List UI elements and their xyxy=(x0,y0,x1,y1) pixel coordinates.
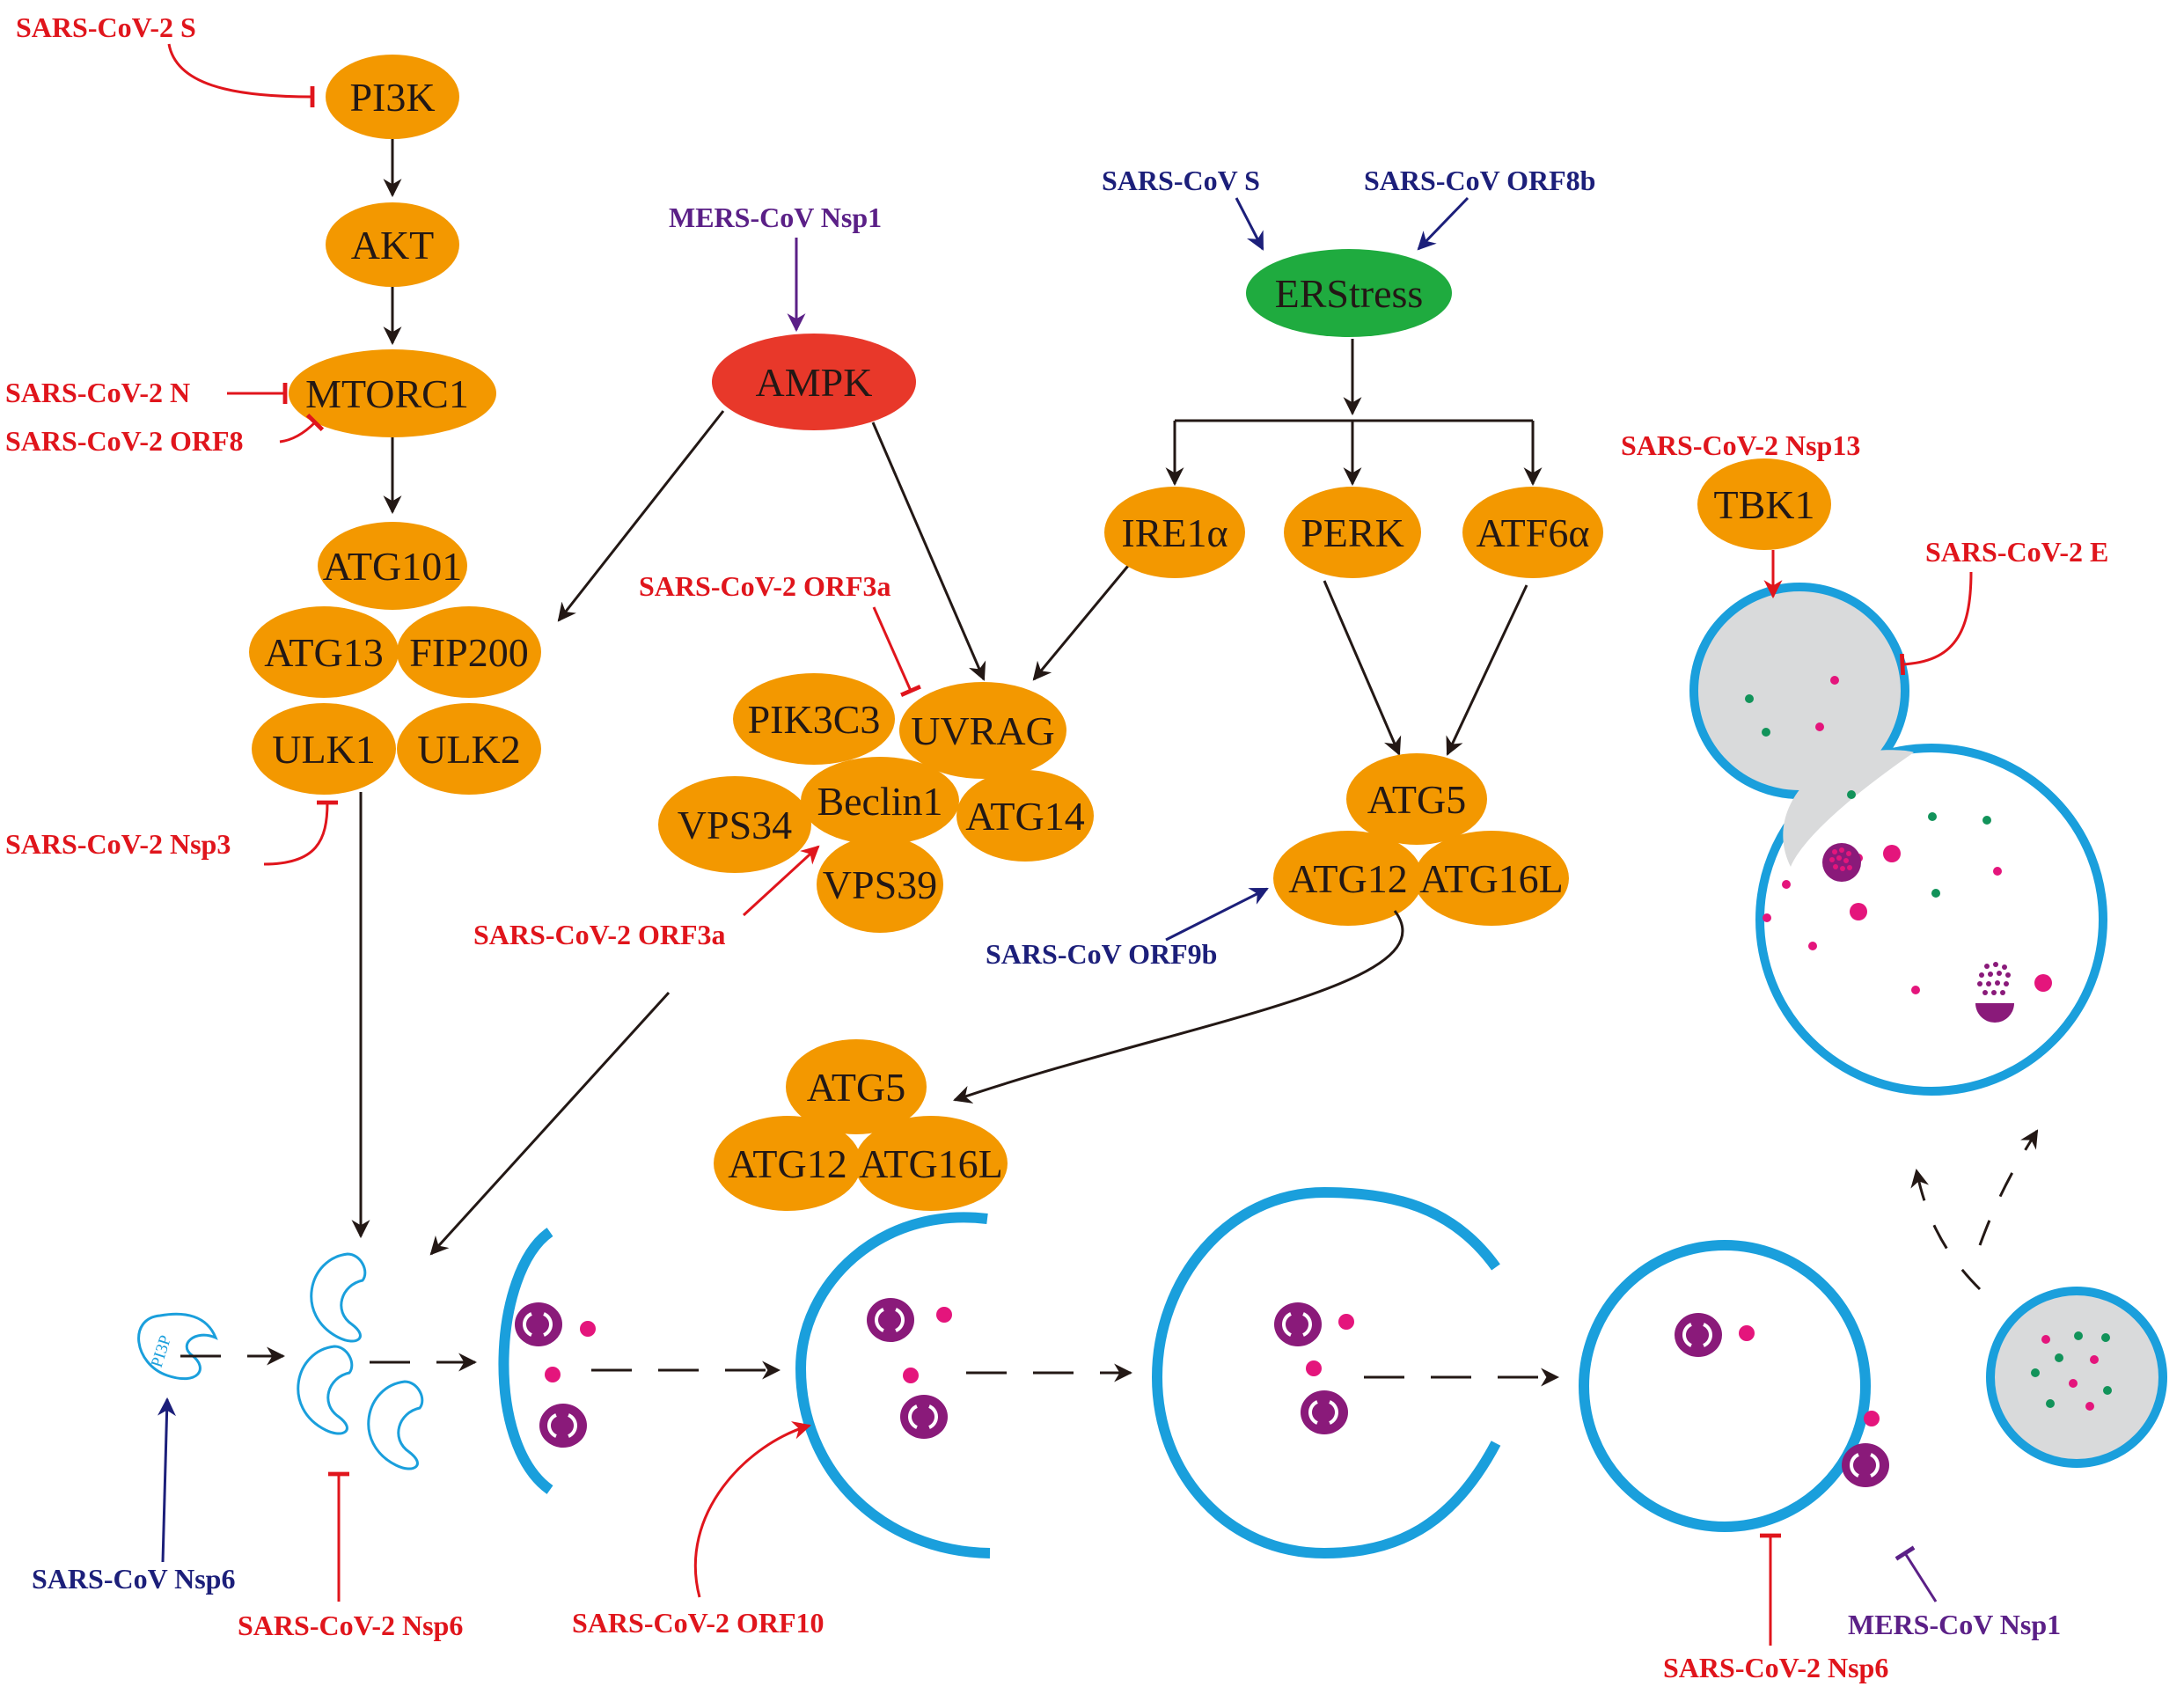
autophagy-progression: PI3P xyxy=(137,429,2167,1559)
atg12-lower-label: ATG12 xyxy=(728,1141,846,1186)
akt-node: AKT xyxy=(326,202,459,287)
atg12-upper-label: ATG12 xyxy=(1288,856,1407,901)
pik3c3-label: PIK3C3 xyxy=(748,697,881,742)
mtorc1-node: MTORC1 xyxy=(289,349,496,437)
sars-s-label: SARS-CoV S xyxy=(1102,165,1260,196)
sars-orf8b-label: SARS-CoV ORF8b xyxy=(1364,165,1595,196)
autolysosome xyxy=(1689,583,2107,1096)
atg101-label: ATG101 xyxy=(323,544,462,589)
ulk1-node: ULK1 xyxy=(252,703,396,795)
beclin1-complex: PIK3C3 UVRAG VPS34 Beclin1 ATG14 VPS39 S… xyxy=(473,673,1094,950)
lysosome-bottom xyxy=(1986,1287,2167,1468)
sars-orf9b-label: SARS-CoV ORF9b xyxy=(986,938,1217,970)
pi3k-node: PI3K xyxy=(326,55,459,139)
sars2-orf8-label: SARS-CoV-2 ORF8 xyxy=(5,425,244,457)
ampk-node: AMPK xyxy=(712,334,916,430)
sars2-nsp3-label: SARS-CoV-2 Nsp3 xyxy=(5,828,231,860)
pik3c3-node: PIK3C3 xyxy=(733,673,895,765)
perk-label: PERK xyxy=(1301,510,1404,555)
atg5-lower-node: ATG5 xyxy=(786,1039,927,1134)
atg13-label: ATG13 xyxy=(264,630,383,675)
vps39-node: VPS39 xyxy=(817,836,943,933)
sars2-orf3a-bottom-label: SARS-CoV-2 ORF3a xyxy=(473,919,726,950)
sars2-e-label: SARS-CoV-2 E xyxy=(1925,536,2108,568)
ulk1-label: ULK1 xyxy=(272,727,376,772)
erstress-label: ERStress xyxy=(1275,271,1424,316)
atg16l-upper-node: ATG16L xyxy=(1414,831,1569,926)
ire1a-node: IRE1α xyxy=(1104,487,1245,578)
mtorc1-label: MTORC1 xyxy=(305,371,469,416)
atf6a-label: ATF6α xyxy=(1477,510,1590,555)
closing-autophagosome xyxy=(1151,1186,1501,1559)
fip200-label: FIP200 xyxy=(409,630,528,675)
left-virus-regulators: SARS-CoV-2 S SARS-CoV-2 N SARS-CoV-2 ORF… xyxy=(5,11,339,866)
fip200-node: FIP200 xyxy=(397,606,541,698)
vps39-label: VPS39 xyxy=(823,862,937,907)
vps34-node: VPS34 xyxy=(658,776,811,873)
bottom-virus-regulators: SARS-CoV Nsp6 SARS-CoV-2 Nsp6 SARS-CoV-2… xyxy=(32,1397,2061,1683)
pi3p-vesicle: PI3P xyxy=(137,1312,218,1381)
ulk-complex: ATG101 ATG13 FIP200 ULK1 ULK2 xyxy=(249,522,541,795)
uvrag-label: UVRAG xyxy=(911,708,1055,753)
beclin1-label: Beclin1 xyxy=(817,779,942,824)
vps34-label: VPS34 xyxy=(678,803,792,847)
pi3k-akt-mtor-pathway: PI3K AKT MTORC1 xyxy=(289,55,496,515)
erstress-node: ERStress xyxy=(1246,249,1452,337)
atg12-lower-node: ATG12 xyxy=(714,1116,861,1211)
phagophore xyxy=(498,1228,596,1494)
sars-nsp6-label: SARS-CoV Nsp6 xyxy=(32,1563,235,1595)
sars2-orf10-label: SARS-CoV-2 ORF10 xyxy=(572,1607,824,1639)
pi3k-label: PI3K xyxy=(349,75,435,120)
sars2-s-label: SARS-CoV-2 S xyxy=(16,11,196,43)
er-stress-pathway: SARS-CoV S SARS-CoV ORF8b ERStress IRE1α… xyxy=(953,165,1603,1104)
tbk1-label: TBK1 xyxy=(1714,482,1815,527)
atg13-node: ATG13 xyxy=(249,606,399,698)
atg16l-lower-node: ATG16L xyxy=(854,1116,1008,1211)
autophagosome xyxy=(1579,1240,1891,1532)
tbk1-node: TBK1 xyxy=(1697,458,1831,550)
ire1a-label: IRE1α xyxy=(1121,510,1228,555)
degrading-cargo-1 xyxy=(1822,843,1861,882)
atg5-upper-label: ATG5 xyxy=(1367,777,1466,822)
ampk-pathway: MERS-CoV Nsp1 AMPK SARS-CoV-2 ORF3a xyxy=(557,202,1130,698)
atg16l-lower-label: ATG16L xyxy=(859,1141,1003,1186)
atf6a-node: ATF6α xyxy=(1462,487,1603,578)
atg5-upper-node: ATG5 xyxy=(1346,753,1487,845)
mers-nsp1-top-label: MERS-CoV Nsp1 xyxy=(669,202,882,233)
atg14-node: ATG14 xyxy=(956,770,1094,862)
perk-node: PERK xyxy=(1284,487,1421,578)
pi3p-label: PI3P xyxy=(148,1333,175,1370)
atg14-label: ATG14 xyxy=(965,794,1084,839)
sars2-nsp13-label: SARS-CoV-2 Nsp13 xyxy=(1621,429,1860,461)
akt-label: AKT xyxy=(351,223,435,268)
vesicle-cluster xyxy=(297,1252,424,1470)
sars2-nsp6-left-label: SARS-CoV-2 Nsp6 xyxy=(238,1610,463,1641)
atg5-lower-label: ATG5 xyxy=(807,1065,905,1110)
sars2-orf3a-top-label: SARS-CoV-2 ORF3a xyxy=(639,570,891,602)
uvrag-node: UVRAG xyxy=(899,682,1066,779)
atg5-atg12-atg16l-complex: ATG5 ATG12 ATG16L xyxy=(714,1039,1008,1211)
degrading-cargo-2 xyxy=(1975,962,2014,1023)
ampk-label: AMPK xyxy=(756,360,873,405)
ulk2-node: ULK2 xyxy=(397,703,541,795)
expanding-phagophore xyxy=(795,1212,991,1558)
ulk2-label: ULK2 xyxy=(417,727,521,772)
atg12-upper-node: ATG12 xyxy=(1273,831,1423,926)
atg101-node: ATG101 xyxy=(318,522,467,610)
beclin1-node: Beclin1 xyxy=(801,757,959,845)
sars2-nsp6-right-label: SARS-CoV-2 Nsp6 xyxy=(1663,1652,1888,1683)
mers-nsp1-bottom-label: MERS-CoV Nsp1 xyxy=(1848,1609,2061,1640)
sars2-n-label: SARS-CoV-2 N xyxy=(5,377,190,408)
atg16l-upper-label: ATG16L xyxy=(1419,856,1564,901)
